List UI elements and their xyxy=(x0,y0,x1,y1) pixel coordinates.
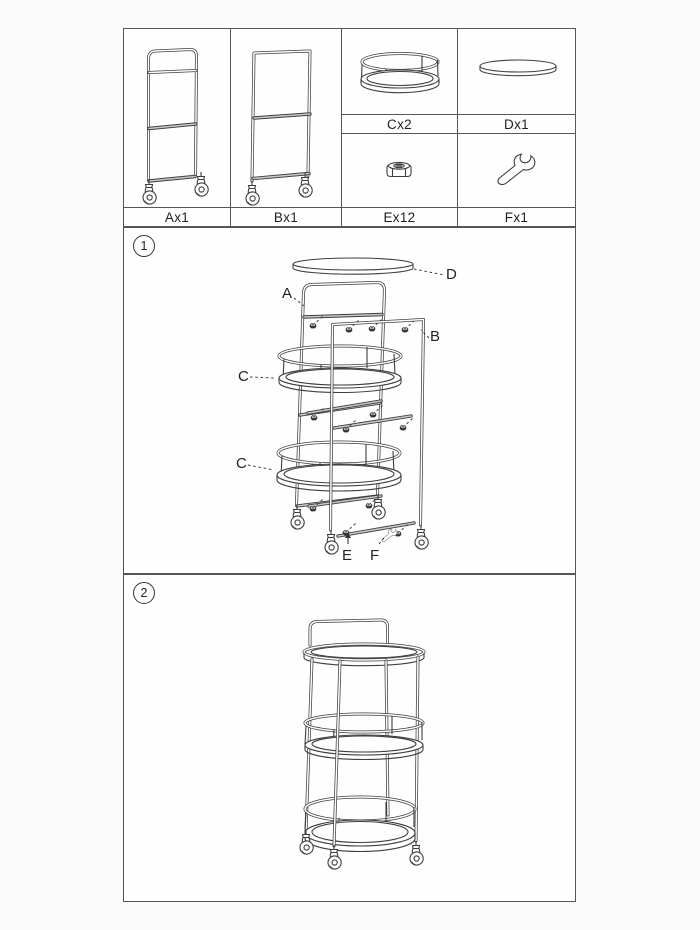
top-nut-marks xyxy=(310,317,415,333)
part-e-illustration xyxy=(386,161,412,178)
table-divider xyxy=(230,29,231,226)
part-d-illustration xyxy=(479,59,557,77)
frame-b-part xyxy=(329,318,425,532)
nut-e-callout xyxy=(345,532,351,544)
leader-a xyxy=(293,297,305,307)
table-divider xyxy=(457,29,458,226)
part-label-dx1: Dx1 xyxy=(504,117,529,132)
callout-c-lower: C xyxy=(236,455,247,472)
callout-e: E xyxy=(342,547,353,564)
part-label-bx1: Bx1 xyxy=(273,210,299,225)
leader-c-upper xyxy=(249,376,276,379)
callout-a: A xyxy=(282,285,293,302)
part-f-illustration xyxy=(497,153,536,186)
part-label-ax1: Ax1 xyxy=(164,210,190,225)
step-2-panel: 2 xyxy=(123,574,576,902)
cart-bottom-shelf xyxy=(303,795,417,853)
middle-support-bars xyxy=(306,399,413,432)
lower-ring-shelf-part xyxy=(276,440,402,492)
table-divider xyxy=(341,114,575,115)
part-label-cx2: Cx2 xyxy=(387,117,412,132)
cart-middle-shelf xyxy=(303,712,425,761)
table-divider xyxy=(124,207,575,208)
part-b-illustration xyxy=(245,49,313,206)
table-divider xyxy=(341,29,342,226)
tray-top-part xyxy=(292,257,414,275)
cap-nut xyxy=(386,161,412,178)
round-rimmed-shelf xyxy=(360,52,440,94)
part-label-ex12: Ex12 xyxy=(383,210,416,225)
cart-handle xyxy=(308,618,389,647)
step-1-panel: 1 xyxy=(123,227,576,574)
leader-d xyxy=(413,268,445,276)
part-a-illustration xyxy=(142,48,209,205)
cart-top-tray xyxy=(302,642,426,667)
callout-c-upper: C xyxy=(238,368,249,385)
step-2-assembled-cart xyxy=(299,618,426,870)
callout-b: B xyxy=(430,328,441,345)
round-tray-top xyxy=(479,59,557,77)
leader-b xyxy=(420,329,430,339)
part-c-illustration xyxy=(360,52,440,94)
step-1-badge: 1 xyxy=(133,235,155,257)
leader-c-lower xyxy=(247,464,275,471)
wrench-f-callout xyxy=(378,528,398,545)
side-frame-plain xyxy=(245,49,313,206)
callout-f: F xyxy=(370,547,380,564)
bottom-support-bars xyxy=(307,494,416,538)
table-divider xyxy=(341,133,575,134)
part-label-fx1: Fx1 xyxy=(504,210,529,225)
upper-ring-shelf-part xyxy=(277,344,403,394)
step-1-exploded-view xyxy=(247,257,445,555)
wrench xyxy=(497,153,536,186)
parts-table: Ax1 Bx1 Cx2 Dx1 Ex12 Fx1 xyxy=(123,28,576,227)
step-2-badge: 2 xyxy=(133,582,155,604)
side-frame-with-handle xyxy=(142,48,209,205)
callout-d: D xyxy=(446,266,457,283)
